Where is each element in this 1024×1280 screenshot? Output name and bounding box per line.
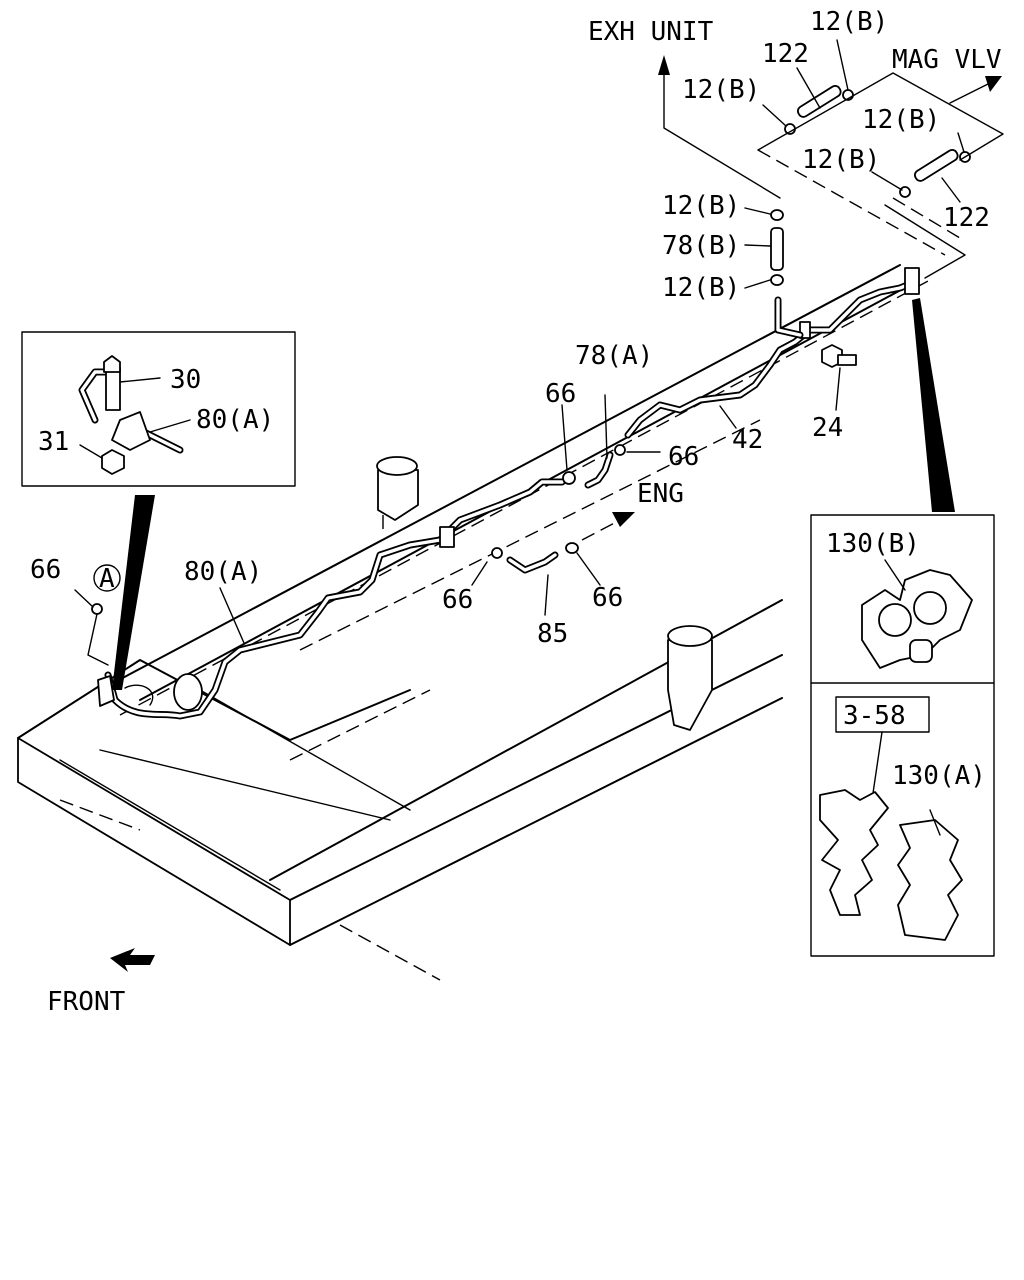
clip-130b	[861, 569, 973, 669]
label-circle-a: A	[99, 564, 115, 594]
label-12b-mid: 12(B)	[802, 145, 880, 175]
rail-centerline	[119, 279, 931, 716]
label-66-a: 66	[545, 379, 576, 409]
label-12b-lower: 12(B)	[662, 273, 740, 303]
chassis-frame	[17, 264, 931, 981]
label-30: 30	[170, 365, 201, 395]
front-crossmember-face	[17, 737, 291, 946]
rail-centerline-2	[299, 419, 761, 651]
hose-122-bottom	[913, 149, 959, 182]
label-80a-inset: 80(A)	[196, 405, 274, 435]
front-loop	[124, 684, 154, 706]
label-66-d: 66	[442, 585, 473, 615]
front-crossmember-top	[17, 659, 411, 741]
clamp-12b-lower	[770, 274, 784, 286]
bolt-30-head	[103, 355, 121, 373]
label-12b-left-top: 12(B)	[682, 75, 760, 105]
mag-vlv-arrow-icon	[985, 76, 1002, 92]
label-ref-3-58: 3-58	[843, 701, 906, 731]
right-rail-lower-edge	[289, 697, 783, 946]
bracket-post-right	[667, 639, 713, 731]
label-eng: ENG	[637, 479, 684, 509]
label-130b: 130(B)	[826, 529, 920, 559]
label-66-b: 66	[668, 442, 699, 472]
pointer-inset-to-pipe	[112, 495, 155, 690]
exh-leader	[663, 74, 781, 199]
pipe-joint	[799, 321, 811, 339]
pipe-clip-mid	[439, 526, 455, 548]
label-12b-top: 12(B)	[810, 7, 888, 37]
valve-bracket-dash	[757, 149, 946, 256]
bracket-post-left	[377, 469, 419, 521]
clamp-66-c	[91, 603, 103, 615]
pipe-78b-run	[770, 209, 804, 339]
eng-arrow-icon	[612, 512, 635, 527]
cross-tube-edge-2	[199, 689, 411, 811]
label-122-top: 122	[762, 39, 809, 69]
front-end-clamp	[97, 675, 115, 707]
clip-130a-right	[897, 819, 963, 941]
label-66-e: 66	[592, 583, 623, 613]
label-130a: 130(A)	[892, 761, 986, 791]
cross-tube-edge	[99, 749, 391, 821]
hose-78b	[770, 227, 784, 271]
pipe-clip-rear	[904, 267, 920, 295]
label-mag-vlv: MAG VLV	[892, 45, 1002, 75]
pipe-80a-42	[97, 267, 920, 720]
clamp-12b-upper	[770, 209, 784, 221]
label-12b-upper: 12(B)	[662, 191, 740, 221]
label-front: FRONT	[47, 987, 126, 1017]
label-42: 42	[732, 425, 763, 455]
mag-vlv-leader	[949, 82, 991, 104]
label-122-bottom: 122	[943, 203, 990, 233]
eng-leader	[581, 519, 621, 541]
exh-arrow-icon	[658, 55, 670, 75]
label-exh-unit: EXH UNIT	[588, 17, 714, 47]
bracket-80a-inset	[111, 411, 151, 451]
front-dash	[289, 689, 431, 761]
valve-bracket-dash-2	[892, 197, 961, 239]
bolt-24	[821, 344, 857, 368]
clamp-66-b	[614, 444, 626, 456]
clamp-66-e	[565, 542, 579, 554]
valve-bracket-line-2	[884, 204, 966, 279]
clamp-66-d	[491, 547, 503, 559]
valve-bracket-line	[757, 72, 1004, 161]
bracket-post-right-top	[667, 625, 713, 647]
front-inner-edge	[59, 759, 281, 891]
clamp-12b-d	[899, 186, 911, 198]
clamp-66-a	[562, 471, 576, 485]
front-arrow-icon	[110, 948, 155, 972]
pointer-clip-to-inset	[912, 298, 955, 512]
label-66-c: 66	[30, 555, 61, 585]
bracket-post-left-top	[376, 456, 418, 476]
nut-31	[101, 449, 125, 475]
inset-box-bolt	[21, 331, 296, 487]
hose-122-top	[796, 85, 842, 118]
label-12b-right: 12(B)	[862, 105, 940, 135]
cross-tube-end	[173, 673, 203, 711]
label-31: 31	[38, 427, 69, 457]
bottom-dash	[339, 924, 441, 981]
callout-circle-a	[93, 564, 121, 592]
label-78a: 78(A)	[575, 341, 653, 371]
mag-vlv-assembly	[757, 72, 1004, 279]
label-80a-main: 80(A)	[184, 557, 262, 587]
leaders	[74, 39, 965, 666]
label-85: 85	[537, 619, 568, 649]
label-78b: 78(B)	[662, 231, 740, 261]
bolt-30	[105, 367, 121, 411]
front-dash-2	[59, 799, 141, 831]
clip-130a-left	[819, 789, 889, 916]
label-24: 24	[812, 413, 843, 443]
labels: EXH UNIT MAG VLV ENG FRONT A 12(B) 122 1…	[30, 7, 1002, 1017]
inset-box-clips	[810, 514, 995, 957]
